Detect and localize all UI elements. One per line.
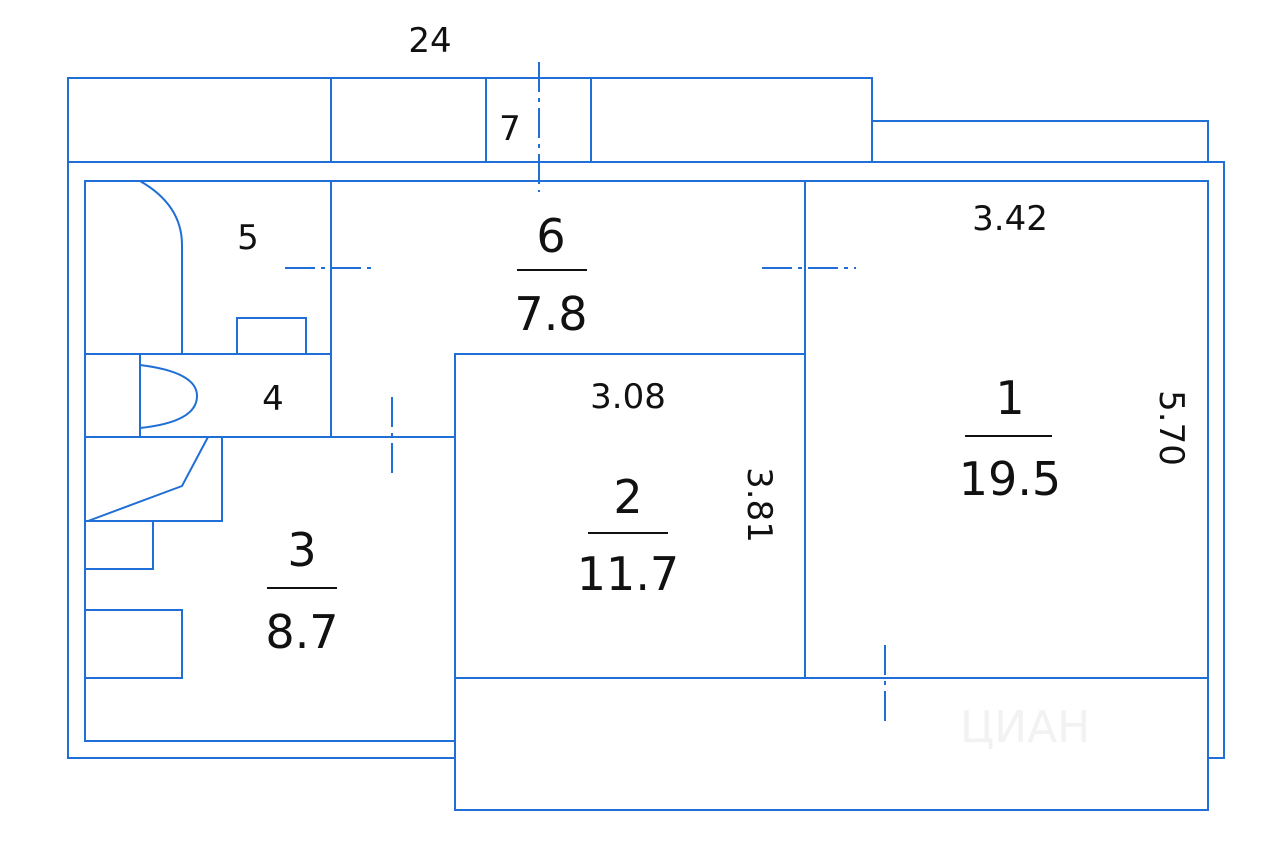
walls: [67, 77, 1225, 811]
room-2-length: 3.81: [739, 467, 779, 543]
sink: [236, 317, 307, 355]
top-balcony: [67, 77, 873, 163]
overall-width: 24: [408, 21, 451, 61]
room-2-width: 3.08: [590, 377, 666, 417]
axis-lines: [285, 62, 886, 723]
bathtub: [139, 180, 183, 354]
room-7-number: 7: [499, 109, 521, 149]
room-1-number: 1: [995, 371, 1024, 425]
room-1-area: 19.5: [959, 452, 1061, 506]
bottom-balcony: [454, 677, 1209, 811]
room-2-area: 11.7: [577, 547, 679, 601]
room-3-number: 3: [287, 523, 316, 577]
cabinet: [84, 609, 183, 679]
room-2-number: 2: [613, 470, 642, 524]
room-3-area: 8.7: [265, 605, 338, 659]
room-6-area: 7.8: [514, 287, 587, 341]
room-1-length: 5.70: [1151, 390, 1191, 466]
room-6-number: 6: [536, 209, 565, 263]
room-4-number: 4: [262, 379, 284, 419]
fixtures: [84, 180, 307, 679]
labels: 24 7 5 4 6 7.8 3.42 1 19.5 5.70 3.08 2 1…: [237, 21, 1191, 659]
room-1-width: 3.42: [972, 199, 1048, 239]
stove: [87, 436, 209, 522]
toilet: [139, 364, 199, 429]
watermark: ЦИАН: [960, 702, 1090, 753]
room-5-number: 5: [237, 218, 259, 258]
